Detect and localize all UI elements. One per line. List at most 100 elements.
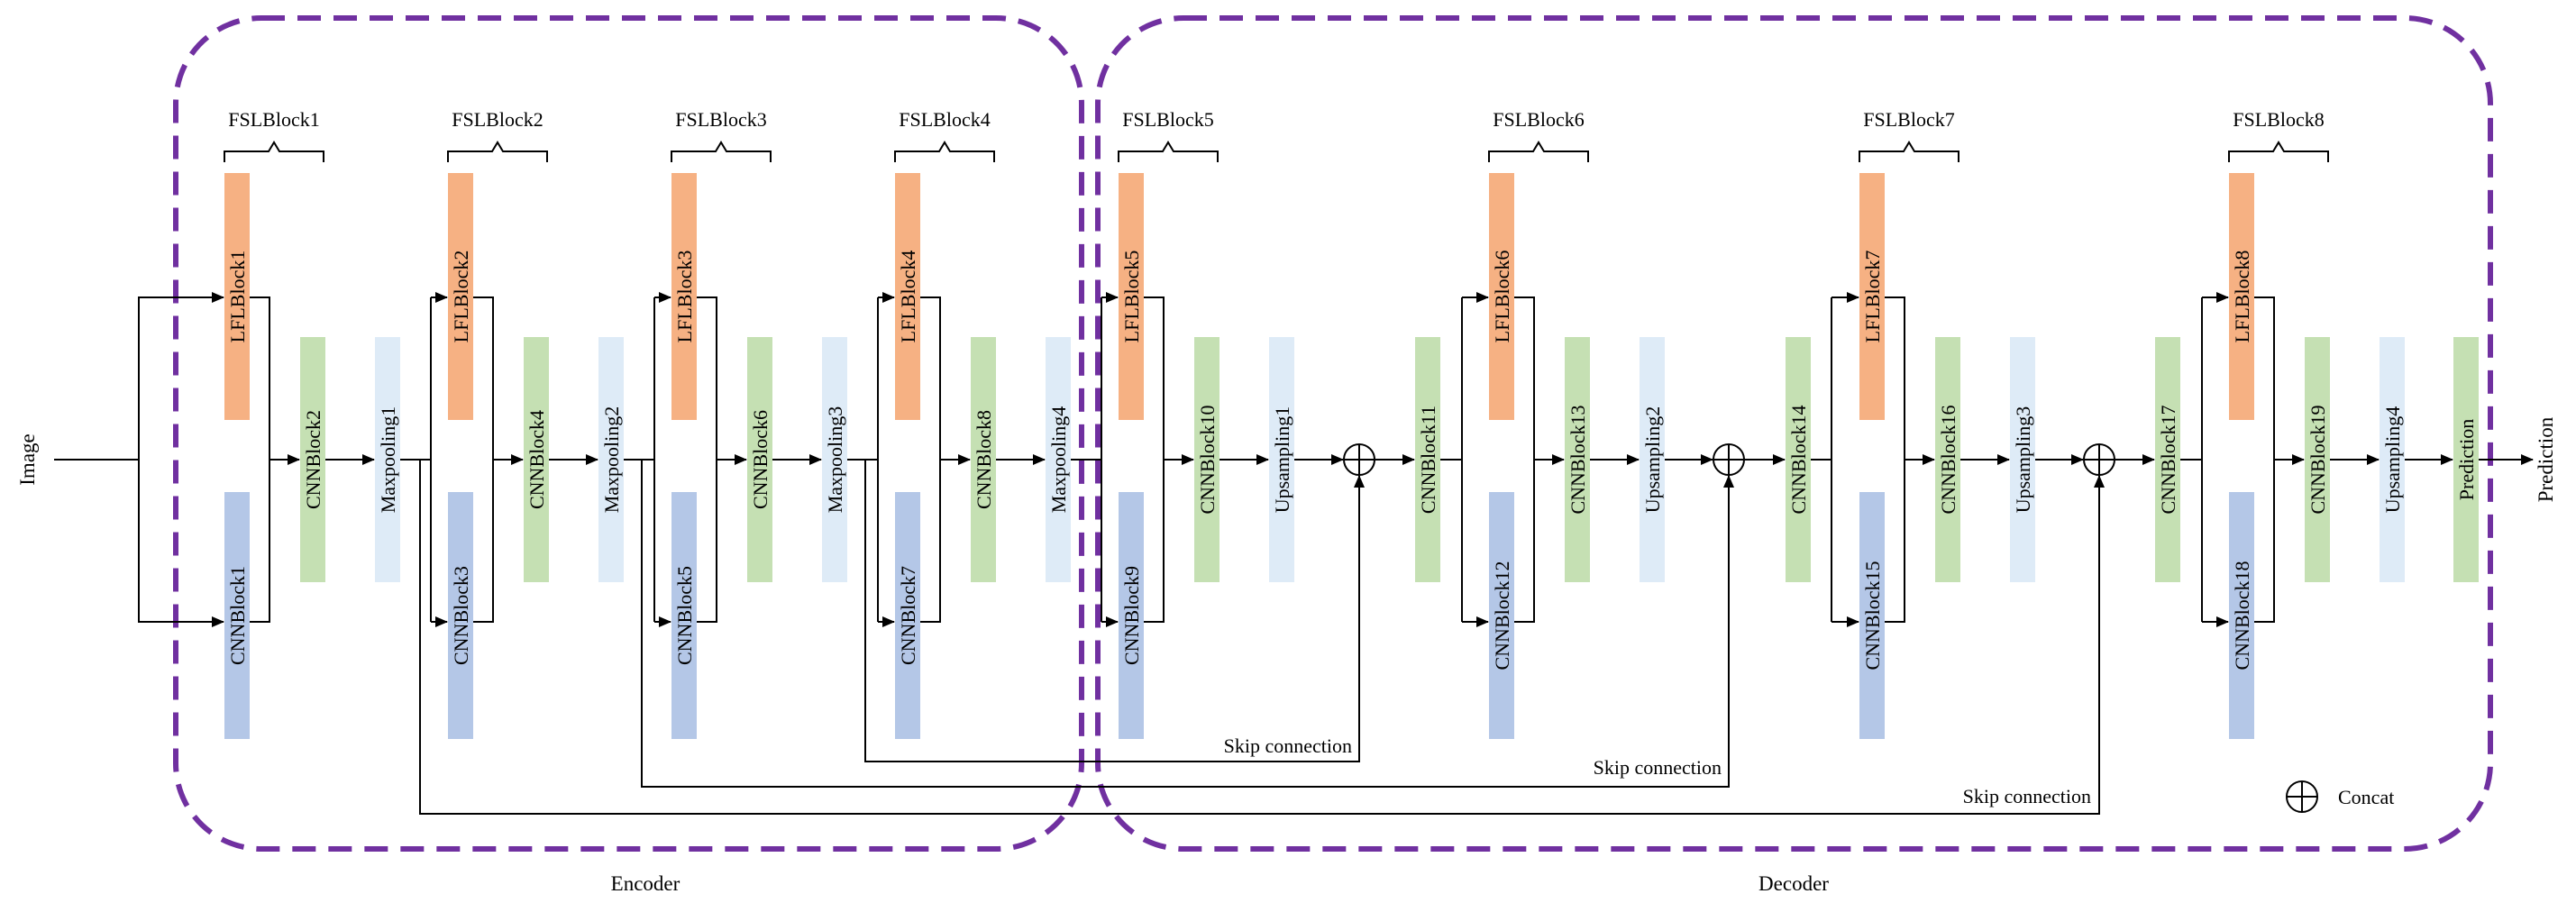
cnn-lower-block-6-label: CNNBlock12 xyxy=(1491,561,1513,670)
output-label: Prediction xyxy=(2535,416,2557,502)
skip-connection-3 xyxy=(419,460,2105,815)
fsl-7-brace xyxy=(1859,141,1959,162)
prediction-block-group: Prediction xyxy=(2453,337,2479,582)
pool-block-8-group: Upsampling4 xyxy=(2380,337,2405,582)
fsl-1-label: FSLBlock1 xyxy=(228,108,319,131)
pool-block-8 xyxy=(2380,337,2405,582)
pool-block-2-group: Maxpooling2 xyxy=(598,337,624,582)
pool-block-6 xyxy=(1640,337,1665,582)
prediction-block-label: Prediction xyxy=(2455,419,2478,500)
skip-connection-1 xyxy=(864,460,1365,762)
lfl-block-6-group: LFLBlock6 xyxy=(1489,173,1514,420)
fsl-8-label: FSLBlock8 xyxy=(2233,108,2324,131)
cnn-after-block-3-label: CNNBlock6 xyxy=(749,410,772,509)
pool-block-4-label: Maxpooling4 xyxy=(1047,406,1070,514)
lfl-block-4-group: LFLBlock4 xyxy=(895,173,920,420)
decoder-region xyxy=(1095,15,2493,852)
cnn-after-block-4-group: CNNBlock8 xyxy=(971,337,996,582)
lfl-block-2 xyxy=(448,173,473,420)
cnn-after-block-5-label: CNNBlock10 xyxy=(1196,406,1219,515)
lfl-block-5-group: LFLBlock5 xyxy=(1119,173,1144,420)
lfl-block-5-label: LFLBlock5 xyxy=(1120,251,1143,343)
lfl-block-2-label: LFLBlock2 xyxy=(450,251,472,343)
cnn-lower-block-1-group: CNNBlock1 xyxy=(224,492,250,739)
cnn-after-block-6-group: CNNBlock13 xyxy=(1565,337,1590,582)
cnn-pre-block-2 xyxy=(1786,337,1811,582)
skip-connection-label-3: Skip connection xyxy=(1963,785,2091,807)
cnn-pre-block-1-group: CNNBlock11 xyxy=(1415,337,1440,582)
merge-5 xyxy=(1144,296,1165,623)
cnn-after-block-3-group: CNNBlock6 xyxy=(747,337,772,582)
pool-block-6-group: Upsampling2 xyxy=(1640,337,1665,582)
merge-8 xyxy=(2254,296,2275,623)
lfl-block-1 xyxy=(224,173,250,420)
encoder-label: Encoder xyxy=(611,872,681,895)
skip-connection-label-2: Skip connection xyxy=(1594,756,1722,779)
lfl-block-3-group: LFLBlock3 xyxy=(671,173,697,420)
cnn-after-block-7-group: CNNBlock16 xyxy=(1935,337,1960,582)
fsl-3-brace xyxy=(671,141,772,162)
fsl-4-label: FSLBlock4 xyxy=(899,108,990,131)
cnn-lower-block-1-label: CNNBlock1 xyxy=(226,566,249,665)
lfl-block-6-label: LFLBlock6 xyxy=(1491,251,1513,343)
pool-block-1 xyxy=(375,337,400,582)
lfl-block-7-label: LFLBlock7 xyxy=(1861,251,1884,343)
fsl-5-brace xyxy=(1118,141,1219,162)
merge-3 xyxy=(697,296,717,623)
prediction-block xyxy=(2453,337,2479,582)
pool-block-4 xyxy=(1046,337,1071,582)
cnn-pre-block-1 xyxy=(1415,337,1440,582)
lfl-block-7-group: LFLBlock7 xyxy=(1859,173,1885,420)
cnn-after-block-2-group: CNNBlock4 xyxy=(524,337,549,582)
cnn-lower-block-8-group: CNNBlock18 xyxy=(2229,492,2254,739)
cnn-after-block-8-group: CNNBlock19 xyxy=(2305,337,2330,582)
pool-block-1-label: Maxpooling1 xyxy=(377,406,399,514)
cnn-lower-block-8 xyxy=(2229,492,2254,739)
cnn-after-block-1 xyxy=(300,337,325,582)
pool-block-2-label: Maxpooling2 xyxy=(600,406,623,514)
skip-connection-label-1: Skip connection xyxy=(1224,734,1352,757)
pool-block-4-group: Maxpooling4 xyxy=(1046,337,1071,582)
cnn-lower-block-2-label: CNNBlock3 xyxy=(450,566,472,665)
cnn-after-block-7-label: CNNBlock16 xyxy=(1937,406,1959,515)
cnn-after-block-2 xyxy=(524,337,549,582)
cnn-lower-block-6 xyxy=(1489,492,1514,739)
pool-block-7 xyxy=(2010,337,2035,582)
lfl-block-4 xyxy=(895,173,920,420)
lfl-block-3-label: LFLBlock3 xyxy=(673,251,696,343)
cnn-after-block-8 xyxy=(2305,337,2330,582)
cnn-lower-block-3-label: CNNBlock5 xyxy=(673,566,696,665)
lfl-block-5 xyxy=(1119,173,1144,420)
fsl-2-brace xyxy=(447,141,548,162)
cnn-after-block-4-label: CNNBlock8 xyxy=(973,410,995,509)
pool-block-7-label: Upsampling3 xyxy=(2012,406,2034,514)
lfl-block-3 xyxy=(671,173,697,420)
decoder-label: Decoder xyxy=(1758,872,1829,895)
pool-block-7-group: Upsampling3 xyxy=(2010,337,2035,582)
legend: Concat xyxy=(2286,780,2394,813)
fsl-5-label: FSLBlock5 xyxy=(1122,108,1213,131)
skip-connection-2 xyxy=(641,460,1734,788)
cnn-lower-block-7 xyxy=(1859,492,1885,739)
cnn-lower-block-4-group: CNNBlock7 xyxy=(895,492,920,739)
pool-block-2 xyxy=(598,337,624,582)
cnn-lower-block-5 xyxy=(1119,492,1144,739)
cnn-lower-block-5-label: CNNBlock9 xyxy=(1120,566,1143,665)
cnn-lower-block-3-group: CNNBlock5 xyxy=(671,492,697,739)
cnn-pre-block-3 xyxy=(2155,337,2180,582)
lfl-block-8-group: LFLBlock8 xyxy=(2229,173,2254,420)
lfl-block-2-group: LFLBlock2 xyxy=(448,173,473,420)
cnn-after-block-6-label: CNNBlock13 xyxy=(1567,406,1589,515)
input-label: Image xyxy=(16,433,39,485)
fsl-2-label: FSLBlock2 xyxy=(452,108,543,131)
lfl-block-4-label: LFLBlock4 xyxy=(897,251,919,343)
cnn-after-block-5 xyxy=(1194,337,1219,582)
lfl-block-8-label: LFLBlock8 xyxy=(2231,251,2253,343)
cnn-pre-block-2-label: CNNBlock14 xyxy=(1787,406,1810,515)
pool-block-3 xyxy=(822,337,847,582)
merge-7 xyxy=(1885,296,1905,623)
cnn-lower-block-7-label: CNNBlock15 xyxy=(1861,561,1884,670)
fsl-1-brace xyxy=(224,141,324,162)
